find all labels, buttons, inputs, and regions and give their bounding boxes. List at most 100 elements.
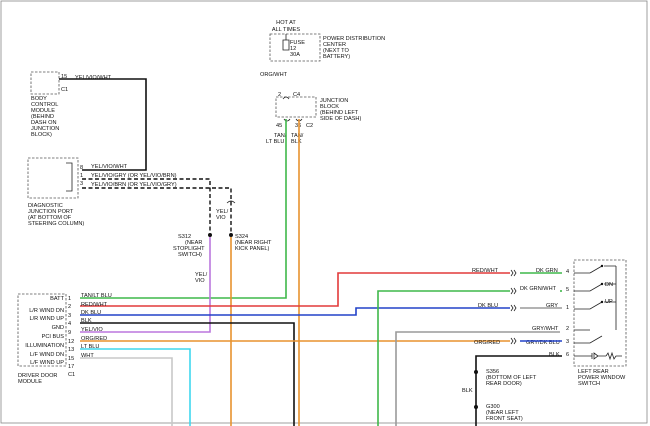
lrs-contacts	[574, 265, 603, 344]
wire-tan-blk-label-2: BLK	[291, 139, 302, 145]
s356-label-1: S356	[486, 369, 499, 375]
wire-red-wht	[80, 272, 510, 307]
splice-s356-dot	[474, 370, 478, 374]
jb-connector-icon	[282, 96, 290, 100]
ddm-conn-c1: C1	[68, 372, 75, 378]
splice-s312-dot	[208, 233, 212, 237]
wire-yel-vio-gry	[82, 178, 211, 232]
jb-box	[275, 96, 317, 118]
splice-s324-dot	[229, 233, 233, 237]
ddm-fn-lf-wind-dn: L/F WIND DN	[30, 352, 64, 358]
ddm-pin-13: 13	[68, 347, 74, 353]
lrs-wire-dk-grn-wht: DK GRN/WHT	[520, 286, 557, 292]
wire-ground-blk	[475, 355, 562, 426]
body-control-module: 15 C1 YEL/VIO/WHT BODY CONTROL MODULE (B…	[30, 71, 112, 138]
wire-blk-gnd	[80, 322, 295, 426]
lrs-contact-dot-3	[600, 300, 604, 304]
wire-yel-vio-ddm	[80, 237, 211, 333]
jb-pin-2: 2	[278, 92, 281, 98]
wire-lt-blu	[80, 348, 191, 426]
jb-pin-c4: C4	[293, 92, 300, 98]
g300-label-3: FRONT SEAT)	[486, 416, 523, 422]
ddm-pin-15: 15	[68, 356, 74, 362]
djp-pin-8: 8	[80, 165, 83, 171]
lrs-wire-org-red: ORG/RED	[474, 340, 500, 346]
lrs-inline-conn-1	[510, 269, 517, 277]
ddm-pin-2: 2	[68, 304, 71, 310]
left-rear-window-switch: RED/WHT DK GRN DK GRN/WHT DK BLU GRY GRY…	[472, 259, 627, 387]
jb-conn-c2: C2	[306, 123, 313, 129]
ddm-label-1: DRIVER DOOR	[18, 373, 57, 379]
djp-label-2: JUNCTION PORT	[28, 209, 74, 215]
djp-wire-1-label: YEL/VIO/WHT	[91, 164, 128, 170]
g300-label-1: G300	[486, 404, 500, 410]
bcm-label-3: MODULE	[31, 108, 55, 114]
jb-label-4: SIDE OF DASH)	[320, 116, 361, 122]
wire-tan-blk-label-1: TAN/	[291, 133, 304, 139]
ddm-pin-17: 17	[68, 364, 74, 370]
s312-label-3: STOPLIGHT	[173, 246, 205, 252]
junction-block: 2 C4 JUNCTION BLOCK (BEHIND LEFT SIDE OF…	[266, 92, 361, 145]
splice-wire2-label-2: VIO	[195, 278, 205, 284]
jb-pin-36: 36	[295, 123, 301, 129]
bcm-label-1: BODY	[31, 96, 47, 102]
s356-label-2: (BOTTOM OF LEFT	[486, 375, 537, 381]
lrs-label-1: LEFT REAR	[578, 369, 609, 375]
ddm-fn-lr-wind-dn: L/R WIND DN	[29, 308, 64, 314]
ddm-fn-pci-bus: PCI BUS	[42, 334, 65, 340]
ddm-pin-9: 9	[68, 330, 71, 336]
lrs-wire-blk: BLK	[549, 352, 560, 358]
lrs-wire-red-wht: RED/WHT	[472, 268, 499, 274]
bcm-label-7: BLOCK)	[31, 132, 52, 138]
s312-label-1: S312	[178, 234, 191, 240]
lrs-box	[573, 259, 627, 367]
s324-label-2: (NEAR RIGHT	[235, 240, 272, 246]
wire-tan-ltblu	[80, 119, 287, 299]
splice-wire2-label-1: YEL/	[195, 272, 208, 278]
wire-yel-vio-wht	[59, 78, 147, 171]
fuse-label: FUSE	[290, 40, 305, 46]
jb-label-3: (BEHIND LEFT	[320, 110, 359, 116]
lrs-inline-conn-3	[510, 337, 517, 345]
jb-pin-45: 45	[276, 123, 282, 129]
wire-org-wht-label: ORG/WHT	[260, 72, 288, 78]
wire-wht	[80, 357, 173, 426]
lrs-inline-conn-2	[510, 304, 517, 312]
s312-label-2: (NEAR	[185, 240, 202, 246]
ddm-wire-yel-vio: YEL/VIO	[81, 327, 103, 333]
s324-label-1: S324	[235, 234, 248, 240]
pdc-label-2: CENTER	[323, 42, 346, 48]
s312-label-4: SWITCH)	[178, 252, 202, 258]
lrs-pin-6: 6	[566, 352, 569, 358]
lrs-pin-2: 2	[566, 326, 569, 332]
lrs-pin-5: 5	[566, 287, 569, 293]
wire-tan-ltblu-label-2: LT BLU	[266, 139, 284, 145]
ddm-pin-3: 3	[68, 313, 71, 319]
lrs-inline-conn-4	[510, 287, 517, 295]
djp-label-1: DIAGNOSTIC	[28, 203, 63, 209]
pdc-label-3: (NEXT TO	[323, 48, 349, 54]
ddm-pin-12: 12	[68, 339, 74, 345]
lrs-contact-dot-1	[600, 264, 604, 268]
bcm-label-6: JUNCTION	[31, 126, 59, 132]
lrs-up-label: UP	[605, 299, 613, 305]
ddm-wire-lt-blu: LT BLU	[81, 344, 99, 350]
wire-gry-wht	[395, 331, 560, 426]
djp-pin-3: 3	[80, 181, 83, 187]
jb-label-2: BLOCK	[320, 104, 339, 110]
djp-pin-1: 1	[80, 173, 83, 179]
ddm-pin-1: 1	[68, 296, 71, 302]
inline-connector-icon	[226, 200, 236, 204]
djp-label-3: (AT BOTTOM OF	[28, 215, 72, 221]
wire-yel-vio-brn	[82, 187, 232, 232]
ddm-fn-gnd: GND	[52, 325, 64, 331]
splice-wire-label-1: YEL/	[216, 209, 229, 215]
ddm-pin-4: 4	[68, 321, 71, 327]
lrs-dn-label: DN	[605, 282, 613, 288]
hot-label-2: ALL TIMES	[272, 27, 301, 33]
driver-door-module: BATT L/R WIND DN L/R WIND UP GND PCI BUS…	[17, 293, 112, 385]
fuse-amperage: 30A	[290, 52, 300, 58]
ddm-fn-batt: BATT	[50, 296, 64, 302]
